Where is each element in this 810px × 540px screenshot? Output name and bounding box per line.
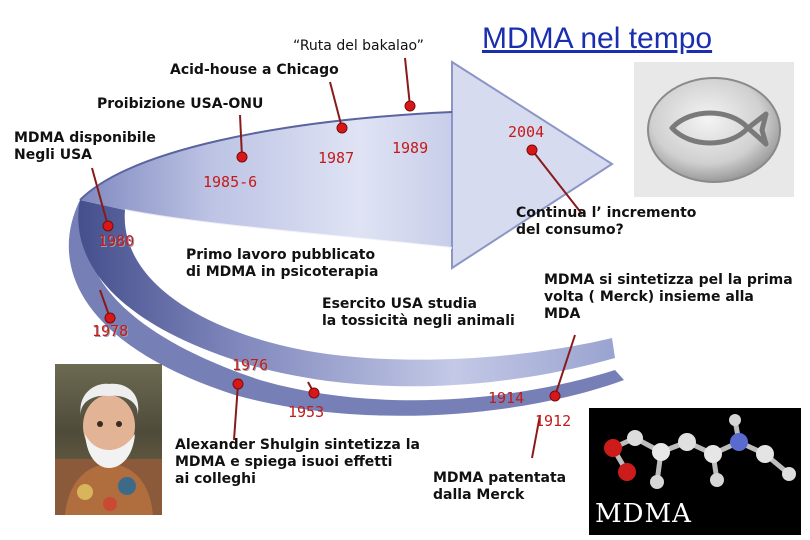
year-1976: 1976 [232, 356, 269, 374]
marker-1989 [404, 100, 416, 112]
marker-1980 [102, 220, 114, 232]
marker-1987 [336, 122, 348, 134]
markers [102, 100, 561, 402]
arrow-edge-bottom [124, 209, 453, 249]
year-1978: 1978 [92, 322, 129, 340]
molecule-caption: MDMA [595, 499, 692, 529]
label-mdma-disponibile: MDMA disponibile Negli USA [14, 130, 156, 163]
label-ruta-bakalao: “Ruta del bakalao” [293, 38, 424, 54]
year-1985-6: 1985-6 [203, 173, 258, 191]
year-2004: 2004 [508, 123, 545, 141]
shulgin-portrait-image [55, 364, 162, 515]
marker-1976 [232, 378, 244, 390]
year-1914: 1914 [488, 389, 525, 407]
arrow-upper-sweep [80, 112, 452, 248]
connectors [91, 57, 583, 459]
arrow-lower-sweep [78, 200, 616, 387]
marker-1978 [104, 312, 116, 324]
marker-1914 [549, 390, 561, 402]
label-merck-sintesi: MDMA si sintetizza pel la prima volta ( … [544, 272, 793, 322]
year-1989: 1989 [392, 139, 429, 157]
label-shulgin: Alexander Shulgin sintetizza la MDMA e s… [175, 437, 420, 487]
marker-2004 [526, 144, 538, 156]
label-esercito-usa: Esercito USA studia la tossicità negli a… [322, 296, 515, 329]
label-patentata-merck: MDMA patentata dalla Merck [433, 470, 567, 503]
year-1987: 1987 [318, 149, 355, 167]
mdma-molecule-model-image: MDMA [589, 408, 801, 535]
fish-tablet-image [634, 62, 794, 197]
label-proibizione: Proibizione USA-ONU [97, 96, 264, 112]
year-1980: 1980 [98, 232, 135, 250]
label-incremento-consumo: Continua l’ incremento del consumo? [516, 205, 697, 238]
page-title: MDMA nel tempo [482, 22, 713, 55]
year-1912: 1912 [535, 412, 572, 430]
label-acid-house: Acid-house a Chicago [170, 62, 339, 78]
marker-1953 [308, 387, 320, 399]
year-1953: 1953 [288, 403, 325, 421]
marker-1985-6 [236, 151, 248, 163]
arrow-edge-top [79, 111, 453, 201]
label-primo-lavoro: Primo lavoro pubblicato di MDMA in psico… [186, 247, 379, 280]
arrow-lower-band [68, 200, 624, 416]
